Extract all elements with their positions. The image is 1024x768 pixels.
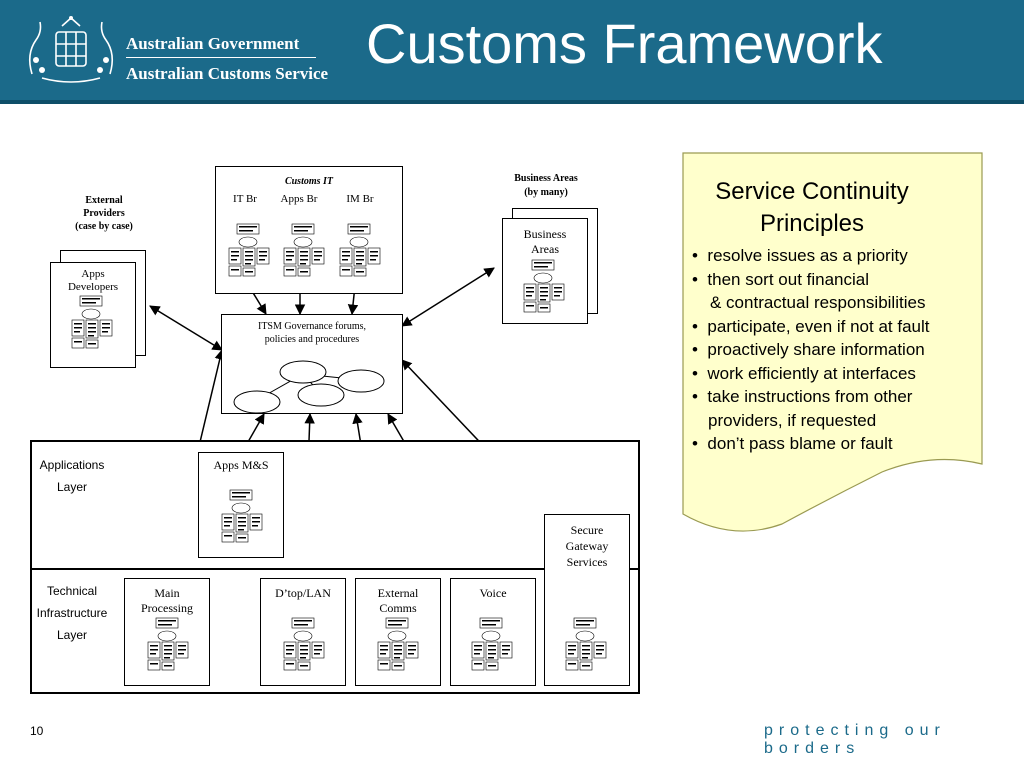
technical-layer-label: Technical Infrastructure Layer — [36, 584, 108, 642]
header-bar — [0, 0, 1024, 104]
apps-ms-label: Apps M&S — [213, 458, 269, 472]
service-model-thumbnail — [562, 616, 610, 679]
main-processing-label: Main Processing — [141, 586, 193, 615]
arrow-providers-itsm — [149, 305, 223, 351]
customs-it-title: Customs IT — [284, 176, 334, 187]
arrow-business-itsm — [401, 267, 495, 327]
service-model-thumbnail — [71, 295, 113, 349]
service-model-thumbnail — [68, 294, 116, 357]
org-name-government: Australian Government — [126, 34, 300, 53]
principles-list: • resolve issues as a priority • then so… — [692, 244, 982, 456]
service-model-thumbnail — [283, 223, 325, 277]
branch-it-br: IT Br — [233, 193, 257, 205]
principle-item: • take instructions from other — [692, 387, 913, 406]
principle-item: • participate, even if not at fault — [692, 316, 930, 336]
principle-item: • then sort out financial — [692, 269, 870, 289]
external-providers-title: External Providers (case by case) — [75, 195, 133, 232]
page-number: 10 — [30, 724, 44, 738]
providers-card-label: Apps Developers — [67, 268, 119, 293]
applications-layer-label: Applications Layer — [39, 458, 105, 494]
service-model-thumbnail — [283, 617, 325, 671]
service-model-thumbnail — [471, 617, 513, 671]
service-model-thumbnail — [280, 616, 328, 679]
principle-item: • work efficiently at interfaces — [692, 363, 916, 383]
service-model-thumbnail — [565, 617, 607, 671]
service-model-thumbnail — [147, 617, 189, 671]
governance-forums-graphic — [233, 360, 385, 414]
business-card-label: Business Areas — [523, 227, 567, 256]
service-model-thumbnail — [221, 489, 263, 543]
desktop-lan-label: D’top/LAN — [275, 586, 331, 600]
external-comms-label: External Comms — [377, 586, 419, 615]
page-title: Customs Framework — [366, 12, 883, 75]
service-model-thumbnail — [468, 616, 516, 679]
service-model-thumbnail — [339, 223, 381, 277]
org-divider — [126, 57, 316, 58]
service-model-thumbnail — [374, 616, 422, 679]
service-model-thumbnail — [280, 222, 328, 285]
principle-item-continuation: & contractual responsibilities — [710, 293, 926, 312]
principle-item-continuation: providers, if requested — [708, 410, 877, 430]
branch-apps-br: Apps Br — [280, 193, 318, 205]
service-model-thumbnail — [228, 223, 270, 277]
business-areas-title: Business Areas (by many) — [514, 173, 578, 198]
itsm-governance-label: ITSM Governance forums, policies and pro… — [257, 321, 367, 345]
principle-item: • proactively share information — [692, 340, 925, 359]
service-model-thumbnail — [225, 222, 273, 285]
service-model-thumbnail — [218, 488, 266, 551]
org-name-customs: Australian Customs Service — [126, 64, 329, 83]
header-rule — [0, 100, 1024, 104]
service-model-thumbnail — [336, 222, 384, 285]
principle-item: • don’t pass blame or fault — [692, 434, 893, 453]
service-model-thumbnail — [377, 617, 419, 671]
branch-im-br: IM Br — [346, 193, 374, 205]
secure-gateway-label: Secure Gateway Services — [565, 523, 609, 569]
service-model-thumbnail — [144, 616, 192, 679]
principle-item: • resolve issues as a priority — [692, 246, 908, 265]
coat-of-arms-icon — [28, 16, 114, 83]
voice-label: Voice — [479, 586, 507, 600]
tagline: protecting our borders — [764, 722, 946, 757]
principles-title: Service Continuity Principles — [715, 178, 909, 237]
service-model-thumbnail — [523, 259, 565, 313]
service-model-thumbnail — [520, 258, 568, 321]
applications-layer — [30, 440, 640, 570]
principles-note-shape — [682, 152, 983, 532]
